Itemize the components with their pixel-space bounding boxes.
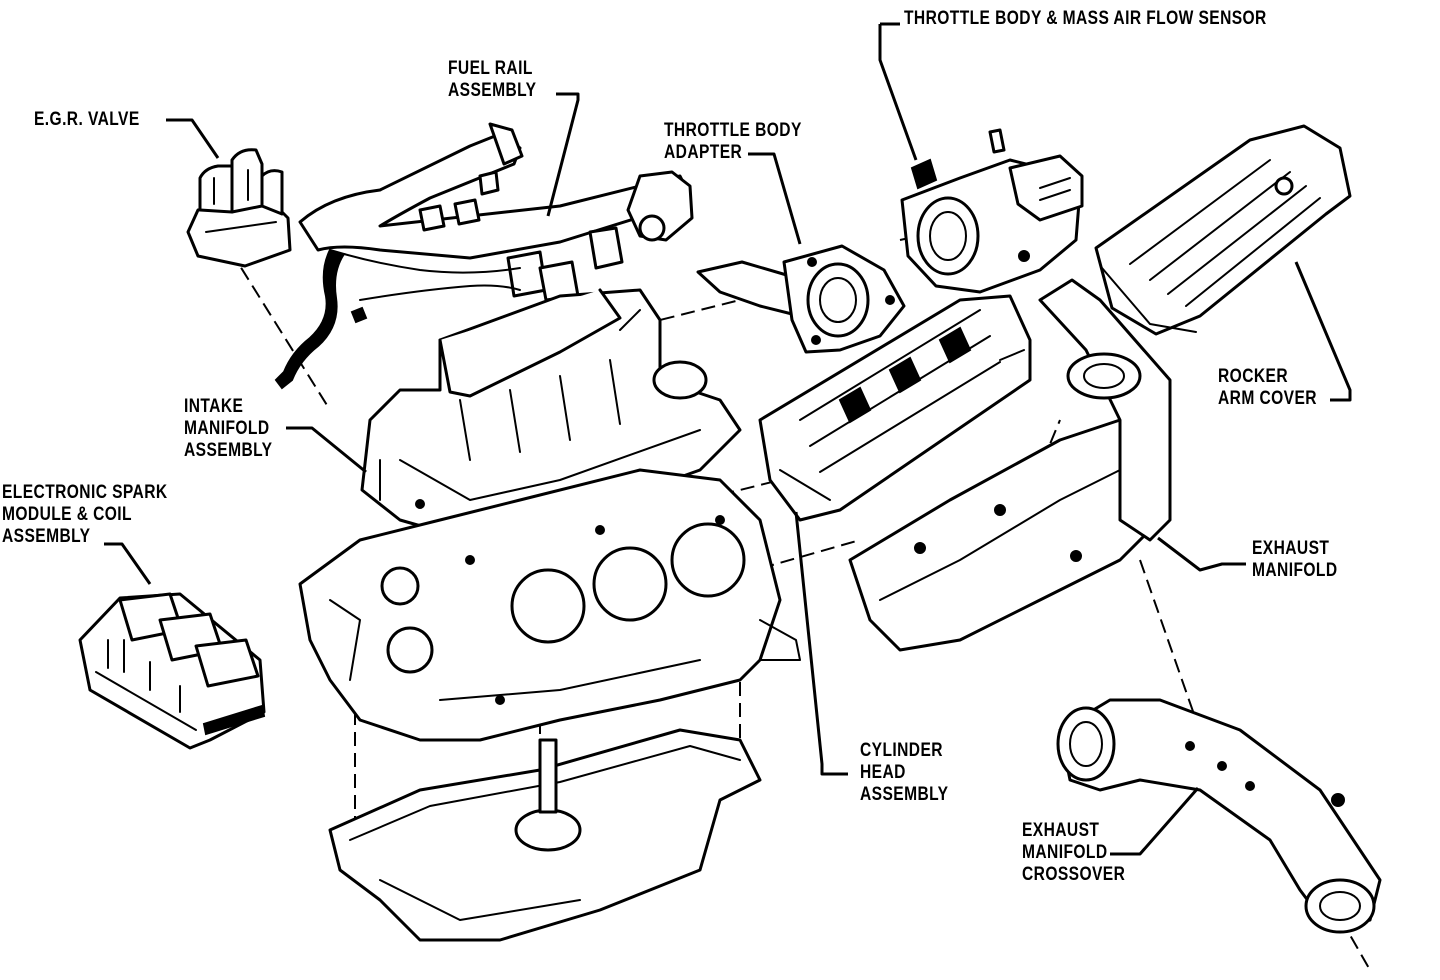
exhaust-manifold-drawing <box>848 278 1172 652</box>
rocker-cover-drawing <box>1094 124 1352 336</box>
label-spark-module: ELECTRONIC SPARK MODULE & COIL ASSEMBLY <box>2 482 168 547</box>
engine-block-drawing <box>298 468 801 742</box>
cylinder-head-drawing <box>758 294 1032 522</box>
label-intake-manifold: INTAKE MANIFOLD ASSEMBLY <box>184 396 273 461</box>
oil-pan-drawing <box>328 728 762 942</box>
leader-lines <box>104 22 1352 856</box>
egr-valve-drawing <box>186 148 292 268</box>
label-fuel-rail: FUEL RAIL ASSEMBLY <box>448 58 537 101</box>
exhaust-crossover-drawing <box>1056 698 1382 934</box>
label-egr-valve: E.G.R. VALVE <box>34 109 140 130</box>
throttle-adapter-drawing <box>696 244 906 354</box>
label-rocker-arm-cover: ROCKER ARM COVER <box>1218 366 1317 409</box>
label-throttle-body-adapter: THROTTLE BODY ADAPTER <box>664 120 802 163</box>
label-exhaust-manifold: EXHAUST MANIFOLD <box>1252 538 1338 581</box>
spark-module-drawing <box>78 592 266 750</box>
fuel-rail-drawing <box>274 122 694 390</box>
label-cylinder-head: CYLINDER HEAD ASSEMBLY <box>860 740 949 805</box>
throttle-body-drawing <box>900 128 1084 294</box>
label-throttle-body-maf: THROTTLE BODY & MASS AIR FLOW SENSOR <box>904 8 1267 29</box>
label-exhaust-crossover: EXHAUST MANIFOLD CROSSOVER <box>1022 820 1126 885</box>
